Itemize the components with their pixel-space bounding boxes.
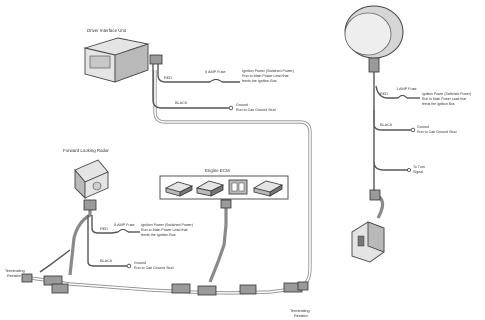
turn-signal-terminal xyxy=(407,168,411,172)
diu-ignition-line-1: Ignition Power (Switched Power) xyxy=(242,69,294,73)
right-resistor-label-1: Terminating xyxy=(290,309,310,313)
diu-ground-line-1: Ground xyxy=(236,103,248,107)
backbone-connectors xyxy=(21,273,309,296)
right-black-wire xyxy=(373,110,412,131)
right-ground-terminal xyxy=(410,127,416,133)
right-resistor-label-2: Resistor xyxy=(294,314,309,318)
right-black-label: BLACK xyxy=(380,123,393,127)
ecm-module-3 xyxy=(228,179,248,195)
ecm-module-2 xyxy=(195,180,225,197)
diu-screen xyxy=(89,55,111,69)
right-ground-line-2: Run to Cab Ground Stud xyxy=(417,130,457,134)
side-sensor xyxy=(344,5,404,73)
diu-ground-line-2: Run to Cab Ground Stud xyxy=(236,108,276,112)
right-ignition-line-2: Run to Main Power Lead that xyxy=(422,97,466,101)
radar-ground-line-2: Run to Cab Ground Stud xyxy=(134,266,174,270)
radar-fuse-icon xyxy=(117,229,129,233)
right-ignition-line-1: Ignition Power (Switched Power) xyxy=(422,92,471,96)
side-sensor-connector xyxy=(368,57,380,73)
diu-ground-terminal xyxy=(228,105,234,111)
diu-circuit: RED 5 AMP Fuse Ignition Power (Switched … xyxy=(164,69,294,112)
radar-lens xyxy=(92,181,102,191)
engine-ecm-group: Engine ECM xyxy=(159,168,289,209)
radar-circuit: RED 5 AMP Fuse Ignition Power (Switched … xyxy=(100,223,193,270)
right-red-wire xyxy=(375,85,398,99)
diu-ignition-line-2: Run to Main Power Lead that xyxy=(242,74,289,78)
diu-label: Driver Interface Unit xyxy=(87,28,127,33)
backbone-connector-3 xyxy=(171,283,191,294)
radar-red-label: RED xyxy=(100,227,108,231)
side-sensor-face xyxy=(344,12,392,56)
left-resistor-label-1: Terminating xyxy=(5,269,25,273)
diu-black-wire xyxy=(152,62,230,109)
radar-black-wire xyxy=(87,215,128,267)
turn-signal-line-1: To Turn xyxy=(413,165,425,169)
ecm-connector xyxy=(220,199,232,209)
radar-ground-terminal xyxy=(126,263,132,269)
diu-red-label: RED xyxy=(164,76,172,80)
left-resistor-label-2: Resistor xyxy=(7,274,22,278)
diu-side-face xyxy=(114,43,149,83)
diu-main-harness-inner xyxy=(154,70,311,287)
side-module-plug xyxy=(357,235,365,247)
right-ground-line-1: Ground xyxy=(417,125,429,129)
radar-ignition-line-1: Ignition Power (Switched Power) xyxy=(141,223,193,227)
ecm-label: Engine ECM xyxy=(205,168,230,173)
right-red-label: RED xyxy=(380,92,388,96)
ecm-module-1 xyxy=(164,181,194,197)
right-terminating-resistor xyxy=(297,281,309,291)
ecm-module-4 xyxy=(252,180,284,197)
diu-ignition-line-3: feeds the Ignition Bus xyxy=(242,79,277,83)
diu-fuse-label: 5 AMP Fuse xyxy=(205,70,226,74)
right-ignition-line-3: feeds the Ignition Bus xyxy=(422,102,455,106)
radar-black-label: BLACK xyxy=(100,259,113,263)
radar-connector xyxy=(83,199,97,211)
radar-harness xyxy=(68,200,92,276)
side-harness-connector xyxy=(351,189,385,263)
right-fuse-icon xyxy=(397,95,408,99)
ecm-frame xyxy=(159,175,289,200)
right-fuse-label: 1 AMP Fuse xyxy=(396,87,417,91)
left-terminating-resistor xyxy=(21,273,33,283)
right-turn-wire xyxy=(373,161,408,171)
backbone-connector-4 xyxy=(197,285,217,296)
driver-interface-unit: Driver Interface Unit xyxy=(83,28,163,83)
radar-ignition-line-3: feeds the Ignition Bus xyxy=(141,233,176,237)
turn-signal-line-2: Signal xyxy=(413,170,423,174)
side-sensor-circuit: RED 1 AMP Fuse Ignition Power (Switched … xyxy=(380,87,471,174)
diu-connector xyxy=(149,54,163,65)
diu-red-wire xyxy=(157,62,210,83)
backbone-connector-5 xyxy=(239,284,257,295)
backbone-connector-2 xyxy=(51,283,69,294)
side-inline-connector xyxy=(369,189,381,201)
ecm-drop-harness xyxy=(208,205,228,283)
radar-fuse-label: 5 AMP Fuse xyxy=(114,223,135,227)
diu-fuse-icon xyxy=(209,79,223,83)
side-module-side xyxy=(367,221,385,253)
radar-ground-line-1: Ground xyxy=(134,261,146,265)
radar-label: Forward Looking Radar xyxy=(63,148,109,153)
radar-red-wire xyxy=(91,215,119,234)
forward-looking-radar: Forward Looking Radar xyxy=(63,148,109,211)
radar-tee-wire xyxy=(39,249,71,273)
radar-ignition-line-2: Run to Main Power Lead that xyxy=(141,228,188,232)
diu-black-label: BLACK xyxy=(175,101,188,105)
